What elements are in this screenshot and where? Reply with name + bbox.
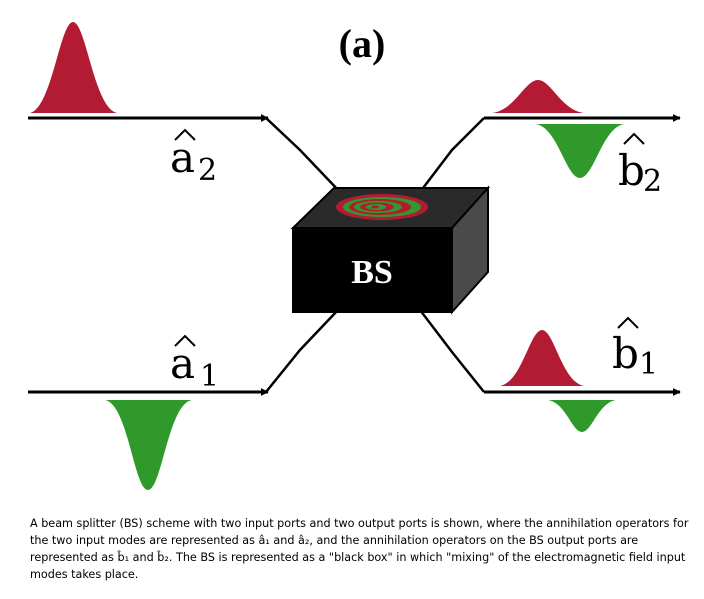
output-port-b2 xyxy=(419,114,681,193)
pulse-b2-red xyxy=(492,80,584,113)
hat-icon xyxy=(174,128,196,141)
svg-text:b: b xyxy=(612,329,639,378)
hat-icon xyxy=(174,334,196,347)
svg-text:2: 2 xyxy=(643,164,662,199)
pulse-b2-green xyxy=(536,124,624,178)
box-label: BS xyxy=(351,254,393,291)
hat-icon xyxy=(623,132,645,145)
input-port-a2 xyxy=(28,114,341,193)
svg-text:a: a xyxy=(170,133,195,182)
svg-text:2: 2 xyxy=(198,153,217,188)
hat-icon xyxy=(617,316,639,329)
pulse-a1-green xyxy=(105,400,192,490)
panel-label: (a) xyxy=(339,21,386,66)
pulse-b1-red xyxy=(500,330,584,386)
label-a1: a 1 xyxy=(170,334,219,394)
pulse-b1-green xyxy=(548,400,616,432)
beam-splitter-box: BS xyxy=(290,185,491,315)
svg-text:b: b xyxy=(618,146,645,195)
box-front-face xyxy=(292,227,453,313)
beam-splitter-diagram: (a) BS xyxy=(28,21,681,490)
label-b2: b 2 xyxy=(618,132,662,199)
input-port-a1 xyxy=(28,309,339,396)
label-a2: a 2 xyxy=(170,128,217,188)
svg-text:a: a xyxy=(170,339,195,388)
svg-text:1: 1 xyxy=(639,347,658,382)
svg-text:1: 1 xyxy=(200,359,219,394)
output-port-b1 xyxy=(419,309,681,396)
mixing-spiral-icon xyxy=(336,194,428,220)
pulse-a2-red xyxy=(30,22,117,113)
figure-caption: A beam splitter (BS) scheme with two inp… xyxy=(30,517,689,581)
label-b1: b 1 xyxy=(612,316,658,382)
